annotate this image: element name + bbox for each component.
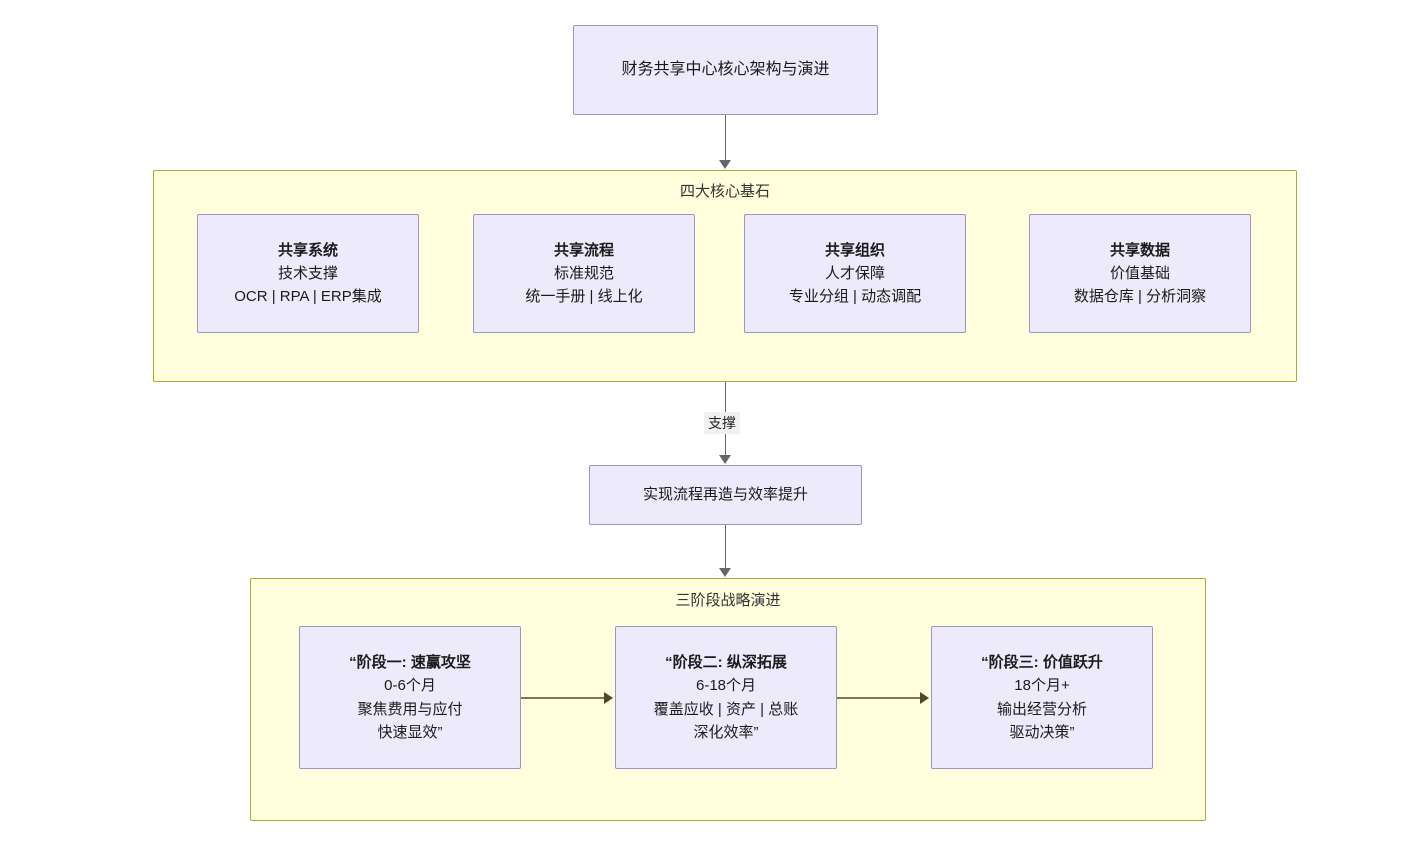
phase-2-scope: 覆盖应收 | 资产 | 总账 (653, 700, 799, 718)
pillar-1-detail: OCR | RPA | ERP集成 (234, 288, 382, 306)
phase-1-scope: 聚焦费用与应付 (357, 700, 463, 718)
cluster-four-cornerstones-label: 四大核心基石 (679, 183, 770, 200)
edge-phase1-to-phase2-arrowhead (604, 692, 613, 704)
edge-support-label: 支撑 (704, 412, 740, 434)
phase-3-outcome: 驱动决策” (1009, 723, 1075, 741)
edge-title-to-cornerstones-arrowhead (719, 160, 731, 169)
pillar-3-subtitle: 人才保障 (824, 264, 885, 282)
phase-2-title: “阶段二: 纵深拓展 (665, 654, 787, 671)
edge-mid-to-phases-arrowhead (719, 568, 731, 577)
node-phase-one-quick-win[interactable]: “阶段一: 速赢攻坚 0-6个月 聚焦费用与应付 快速显效” (299, 626, 521, 769)
phase-2-outcome: 深化效率” (693, 723, 759, 741)
pillar-1-subtitle: 技术支撑 (277, 264, 338, 282)
phase-3-duration: 18个月+ (1014, 677, 1070, 695)
pillar-1-title: 共享系统 (277, 241, 338, 259)
node-pillar-shared-system[interactable]: 共享系统 技术支撑 OCR | RPA | ERP集成 (197, 214, 419, 333)
pillar-3-title: 共享组织 (824, 241, 885, 259)
pillar-4-title: 共享数据 (1109, 241, 1170, 259)
node-title-text: 财务共享中心核心架构与演进 (621, 60, 830, 78)
phase-3-title: “阶段三: 价值跃升 (981, 654, 1103, 671)
edge-phase1-to-phase2-line (521, 697, 605, 699)
node-phase-three-value-leap[interactable]: “阶段三: 价值跃升 18个月+ 输出经营分析 驱动决策” (931, 626, 1153, 769)
phase-3-scope: 输出经营分析 (996, 700, 1087, 718)
node-phase-two-deep-expansion[interactable]: “阶段二: 纵深拓展 6-18个月 覆盖应收 | 资产 | 总账 深化效率” (615, 626, 837, 769)
edge-title-to-cornerstones-line (724, 115, 727, 161)
node-process-reengineering[interactable]: 实现流程再造与效率提升 (589, 465, 862, 525)
phase-2-duration: 6-18个月 (695, 677, 757, 695)
pillar-2-detail: 统一手册 | 线上化 (525, 288, 643, 306)
edge-phase2-to-phase3-line (837, 697, 921, 699)
node-title-root[interactable]: 财务共享中心核心架构与演进 (573, 25, 878, 115)
node-pillar-shared-organization[interactable]: 共享组织 人才保障 专业分组 | 动态调配 (744, 214, 966, 333)
phase-1-duration: 0-6个月 (384, 677, 436, 695)
mid-node-label: 实现流程再造与效率提升 (642, 486, 808, 504)
node-pillar-shared-data[interactable]: 共享数据 价值基础 数据仓库 | 分析洞察 (1029, 214, 1251, 333)
node-pillar-shared-process[interactable]: 共享流程 标准规范 统一手册 | 线上化 (473, 214, 695, 333)
pillar-3-detail: 专业分组 | 动态调配 (788, 288, 922, 306)
pillar-4-subtitle: 价值基础 (1109, 264, 1170, 282)
pillar-4-detail: 数据仓库 | 分析洞察 (1073, 288, 1207, 306)
edge-mid-to-phases-line (724, 525, 727, 570)
pillar-2-title: 共享流程 (553, 241, 614, 259)
pillar-2-subtitle: 标准规范 (553, 264, 614, 282)
edge-support-arrowhead (719, 455, 731, 464)
phase-1-outcome: 快速显效” (377, 723, 443, 741)
edge-phase2-to-phase3-arrowhead (920, 692, 929, 704)
cluster-three-phase-evolution-label: 三阶段战略演进 (675, 592, 781, 609)
phase-1-title: “阶段一: 速赢攻坚 (349, 654, 471, 671)
